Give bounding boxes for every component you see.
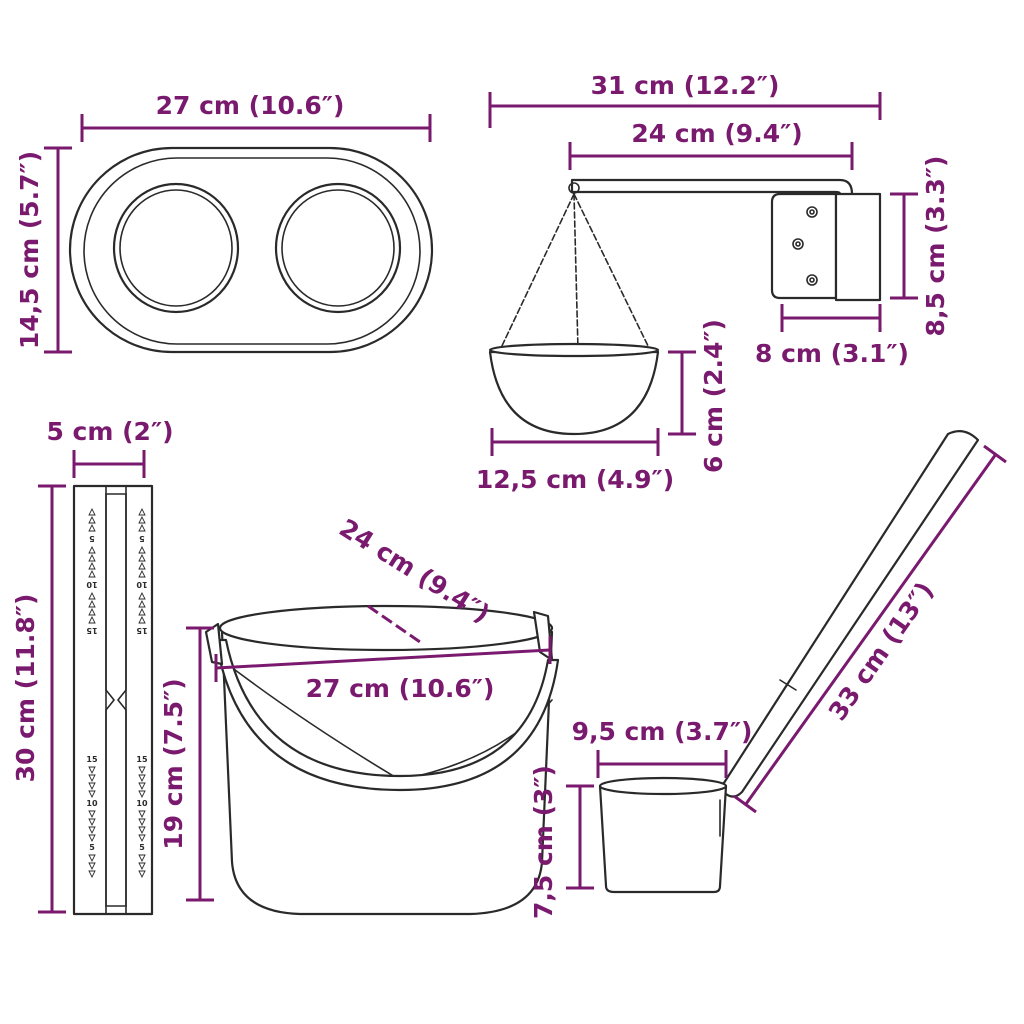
bowl-height-label: 6 cm (2.4″): [699, 319, 728, 473]
scale-triangle: [138, 553, 146, 562]
headrest: [68, 146, 434, 354]
scale-number: 5: [89, 534, 95, 543]
scale-triangle: [88, 854, 96, 863]
scale-number: 10: [86, 580, 98, 589]
hanger-total-width-label: 31 cm (12.2″): [591, 71, 780, 100]
scale-triangle: [138, 810, 146, 819]
scale-triangle: [88, 523, 96, 532]
scale-number: 10: [136, 580, 148, 589]
headrest-width-label: 27 cm (10.6″): [156, 91, 345, 120]
scale-triangle: [88, 818, 96, 827]
hourglass-scale-bottom: 15 10 5 15 10 5: [86, 755, 148, 879]
hourglass-scale-top: 5 10 15 5 10 15: [86, 507, 148, 635]
bucket-height-label: 19 cm (7.5″): [159, 678, 188, 849]
scale-triangle: [88, 599, 96, 608]
scale-triangle: [138, 545, 146, 554]
hanger-chains: [499, 182, 651, 351]
ladle-length-label: 33 cm (13″): [823, 577, 940, 726]
scale-triangle: [138, 854, 146, 863]
bucket-height-dimension: 19 cm (7.5″): [159, 626, 214, 902]
hourglass: 5 10 15 5 10 15 15 10 5 15 10 5: [72, 484, 154, 916]
ladle-cup-width-label: 9,5 cm (3.7″): [572, 717, 753, 746]
scale-triangle: [88, 507, 96, 516]
scale-triangle: [88, 774, 96, 783]
scale-triangle: [88, 862, 96, 871]
scale-triangle: [138, 523, 146, 532]
scale-number: 5: [89, 843, 95, 852]
scale-triangle: [138, 507, 146, 516]
ladle-cup-height-dimension: 7,5 cm (3″): [529, 765, 594, 919]
scale-triangle: [138, 790, 146, 799]
bowl-width-dimension: 12,5 cm (4.9″): [476, 428, 674, 494]
scale-triangle: [138, 826, 146, 835]
scale-triangle: [88, 826, 96, 835]
scale-triangle: [88, 615, 96, 624]
hourglass-width-label: 5 cm (2″): [46, 417, 173, 446]
hanger-arm: [570, 178, 882, 302]
scale-triangle: [88, 870, 96, 879]
bracket-height-dimension: 8,5 cm (3.3″): [890, 156, 950, 337]
scale-triangle: [88, 545, 96, 554]
hourglass-height-dimension: 30 cm (11.8″): [11, 484, 66, 914]
ladle-cup-width-dimension: 9,5 cm (3.7″): [572, 717, 753, 778]
scale-triangle: [88, 790, 96, 799]
bowl-width-label: 12,5 cm (4.9″): [476, 465, 674, 494]
scale-number: 5: [139, 843, 145, 852]
scale-triangle: [138, 515, 146, 524]
sauna-ladle: [598, 429, 980, 894]
bracket-height-label: 8,5 cm (3.3″): [921, 156, 950, 337]
bowl-height-dimension: 6 cm (2.4″): [668, 319, 728, 473]
hanger-arm-width-dimension: 24 cm (9.4″): [568, 119, 854, 170]
scale-triangle: [88, 766, 96, 775]
scale-number: 5: [139, 534, 145, 543]
hanging-bowl: [488, 342, 660, 436]
scale-triangle: [138, 599, 146, 608]
scale-triangle: [138, 615, 146, 624]
scale-number: 15: [86, 626, 98, 635]
scale-number: 10: [86, 799, 98, 808]
scale-triangle: [138, 870, 146, 879]
scale-triangle: [138, 774, 146, 783]
scale-number: 15: [86, 755, 98, 764]
scale-triangle: [88, 810, 96, 819]
scale-number: 15: [136, 626, 148, 635]
scale-triangle: [138, 782, 146, 791]
bucket-outer-diameter-dimension: 27 cm (10.6″): [214, 636, 552, 703]
scale-triangle: [138, 862, 146, 871]
scale-triangle: [88, 569, 96, 578]
bucket-outer-diameter-label: 27 cm (10.6″): [306, 674, 495, 703]
scale-triangle: [88, 561, 96, 570]
bracket-width-dimension: 8 cm (3.1″): [755, 304, 909, 368]
scale-triangle: [88, 834, 96, 843]
scale-triangle: [88, 515, 96, 524]
scale-triangle: [88, 782, 96, 791]
scale-triangle: [138, 834, 146, 843]
hourglass-height-label: 30 cm (11.8″): [11, 594, 40, 783]
headrest-height-label: 14,5 cm (5.7″): [15, 151, 44, 349]
scale-number: 15: [136, 755, 148, 764]
scale-triangle: [88, 553, 96, 562]
sauna-bucket: [204, 604, 560, 916]
hourglass-width-dimension: 5 cm (2″): [46, 417, 174, 478]
scale-triangle: [138, 818, 146, 827]
hanger-arm-width-label: 24 cm (9.4″): [631, 119, 802, 148]
scale-triangle: [138, 561, 146, 570]
scale-triangle: [138, 766, 146, 775]
scale-triangle: [138, 569, 146, 578]
scale-triangle: [138, 607, 146, 616]
headrest-height-dimension: 14,5 cm (5.7″): [15, 146, 72, 354]
hanger-total-width-dimension: 31 cm (12.2″): [488, 71, 882, 128]
scale-number: 10: [136, 799, 148, 808]
ladle-length-dimension: 33 cm (13″): [733, 444, 1007, 814]
headrest-width-dimension: 27 cm (10.6″): [80, 91, 432, 142]
scale-triangle: [138, 591, 146, 600]
ladle-cup-height-label: 7,5 cm (3″): [529, 765, 558, 919]
scale-triangle: [88, 607, 96, 616]
bracket-width-label: 8 cm (3.1″): [755, 339, 909, 368]
scale-triangle: [88, 591, 96, 600]
